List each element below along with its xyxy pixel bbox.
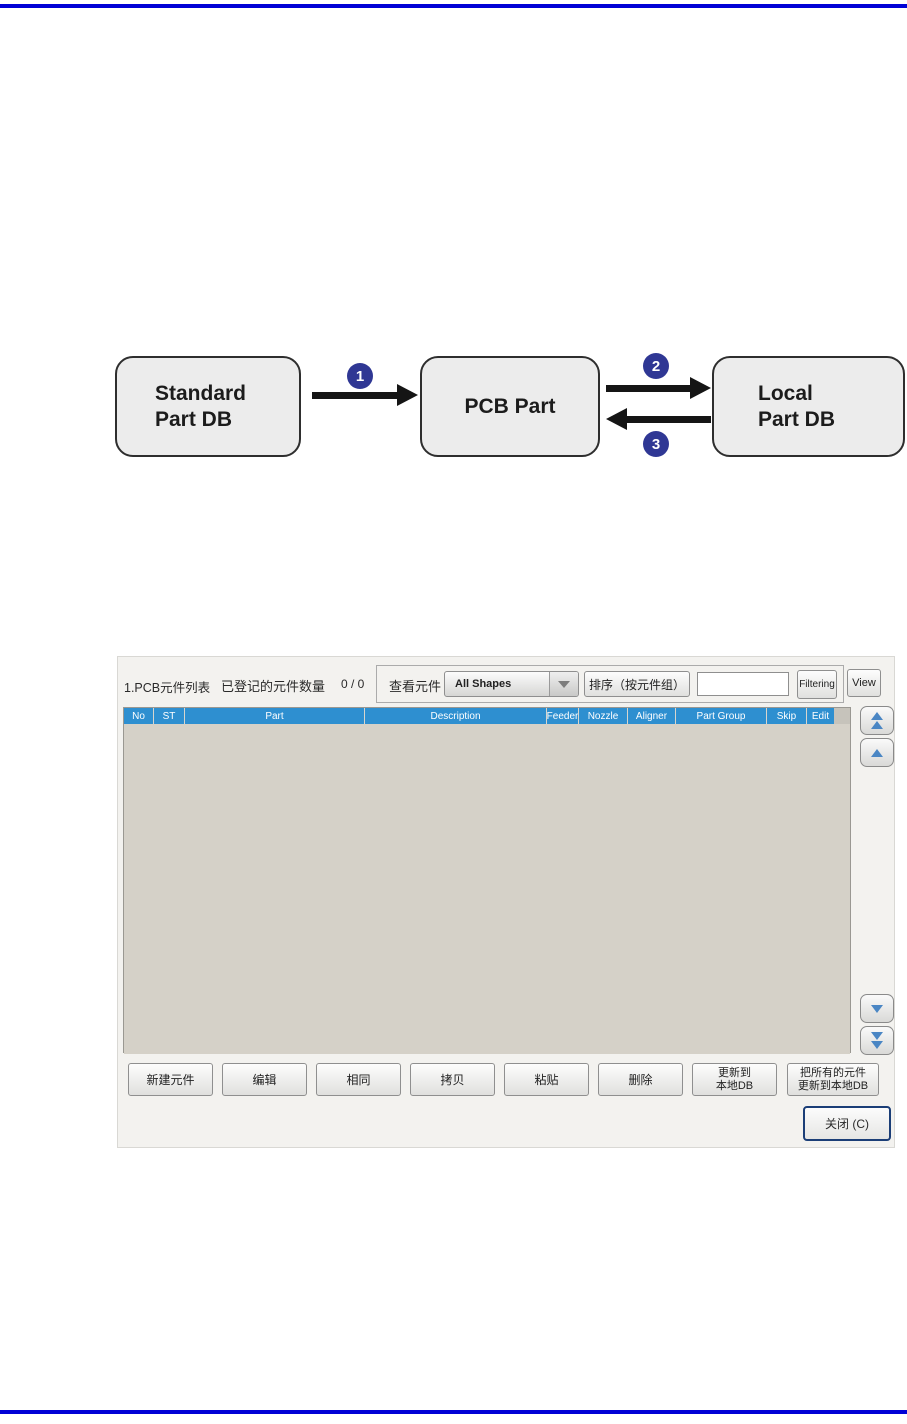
filter-text-input[interactable]	[697, 672, 789, 696]
sort-by-part-group-button[interactable]: 排序（按元件组）	[584, 671, 690, 697]
column-header-skip[interactable]: Skip	[767, 708, 807, 724]
column-header-edit[interactable]: Edit	[807, 708, 834, 724]
double-down-arrow-icon	[871, 1041, 883, 1049]
same-button[interactable]: 相同	[316, 1063, 401, 1096]
update-all-line2: 更新到本地DB	[797, 1079, 869, 1092]
pcb-part-list-dialog: 1.PCB元件列表 已登记的元件数量 0 / 0 查看元件 All Shapes…	[117, 656, 895, 1148]
step-badge-1: 1	[347, 363, 373, 389]
update-local-line1: 更新到	[718, 1066, 751, 1079]
arrow-left-icon	[606, 408, 711, 430]
double-down-arrow-icon	[871, 1032, 883, 1040]
arrow-shaft	[312, 391, 397, 399]
part-list-table: No ST Part Description Feeder Nozzle Ali…	[123, 707, 851, 1054]
arrow-head	[397, 384, 418, 406]
scroll-bottom-button[interactable]	[860, 1026, 894, 1055]
page-bottom-rule	[0, 1410, 907, 1414]
filtering-button[interactable]: Filtering	[797, 670, 837, 699]
update-to-local-db-button[interactable]: 更新到 本地DB	[692, 1063, 777, 1096]
arrow-head	[606, 408, 627, 430]
step-badge-2: 2	[643, 353, 669, 379]
filter-group-box: 查看元件 All Shapes 排序（按元件组） Filtering	[376, 665, 844, 703]
registered-count-label: 已登记的元件数量	[221, 679, 326, 694]
close-button[interactable]: 关闭 (C)	[803, 1106, 891, 1141]
column-header-part[interactable]: Part	[185, 708, 365, 724]
standard-part-db-box: Standard Part DB	[115, 356, 301, 457]
local-part-db-label-line1: Local	[758, 381, 813, 405]
pcb-part-box: PCB Part	[420, 356, 600, 457]
pcb-part-label: PCB Part	[464, 394, 556, 418]
scroll-top-button[interactable]	[860, 706, 894, 735]
local-part-db-label-line2: Part DB	[758, 407, 836, 431]
column-header-description[interactable]: Description	[365, 708, 547, 724]
table-header-row: No ST Part Description Feeder Nozzle Ali…	[124, 708, 850, 724]
view-button[interactable]: View	[847, 669, 881, 697]
chevron-down-icon	[558, 680, 570, 688]
edit-button[interactable]: 编辑	[222, 1063, 307, 1096]
update-all-to-local-db-button[interactable]: 把所有的元件 更新到本地DB	[787, 1063, 879, 1096]
shape-filter-dropdown[interactable]: All Shapes	[444, 671, 579, 697]
scroll-up-button[interactable]	[860, 738, 894, 767]
shape-filter-value: All Shapes	[455, 678, 512, 690]
dropdown-arrow-button[interactable]	[549, 672, 578, 696]
column-header-part-group[interactable]: Part Group	[676, 708, 767, 724]
scroll-down-button[interactable]	[860, 994, 894, 1023]
standard-part-db-label-line2: Part DB	[155, 407, 233, 431]
paste-button[interactable]: 粘贴	[504, 1063, 589, 1096]
column-header-nozzle[interactable]: Nozzle	[579, 708, 628, 724]
arrow-head	[690, 377, 711, 399]
page-top-rule	[0, 4, 907, 8]
registered-count-value: 0 / 0	[341, 677, 365, 691]
dialog-title: 1.PCB元件列表	[124, 681, 211, 695]
update-local-line2: 本地DB	[715, 1079, 754, 1092]
delete-button[interactable]: 删除	[598, 1063, 683, 1096]
standard-part-db-label-line1: Standard	[155, 381, 247, 405]
column-header-no[interactable]: No	[124, 708, 154, 724]
double-up-arrow-icon	[871, 721, 883, 729]
copy-button[interactable]: 拷贝	[410, 1063, 495, 1096]
new-part-button[interactable]: 新建元件	[128, 1063, 213, 1096]
arrow-shaft	[606, 384, 690, 392]
column-header-feeder[interactable]: Feeder	[547, 708, 579, 724]
local-part-db-box: Local Part DB	[712, 356, 905, 457]
update-all-line1: 把所有的元件	[800, 1066, 866, 1079]
arrow-right-icon	[606, 377, 711, 399]
table-body-empty[interactable]	[124, 724, 850, 1054]
down-arrow-icon	[871, 1004, 883, 1013]
arrow-right-icon	[312, 384, 418, 406]
up-arrow-icon	[871, 748, 883, 757]
double-up-arrow-icon	[871, 712, 883, 720]
column-header-st[interactable]: ST	[154, 708, 185, 724]
view-part-label: 查看元件	[389, 679, 442, 694]
column-header-aligner[interactable]: Aligner	[628, 708, 676, 724]
step-badge-3: 3	[643, 431, 669, 457]
arrow-shaft	[627, 415, 711, 423]
